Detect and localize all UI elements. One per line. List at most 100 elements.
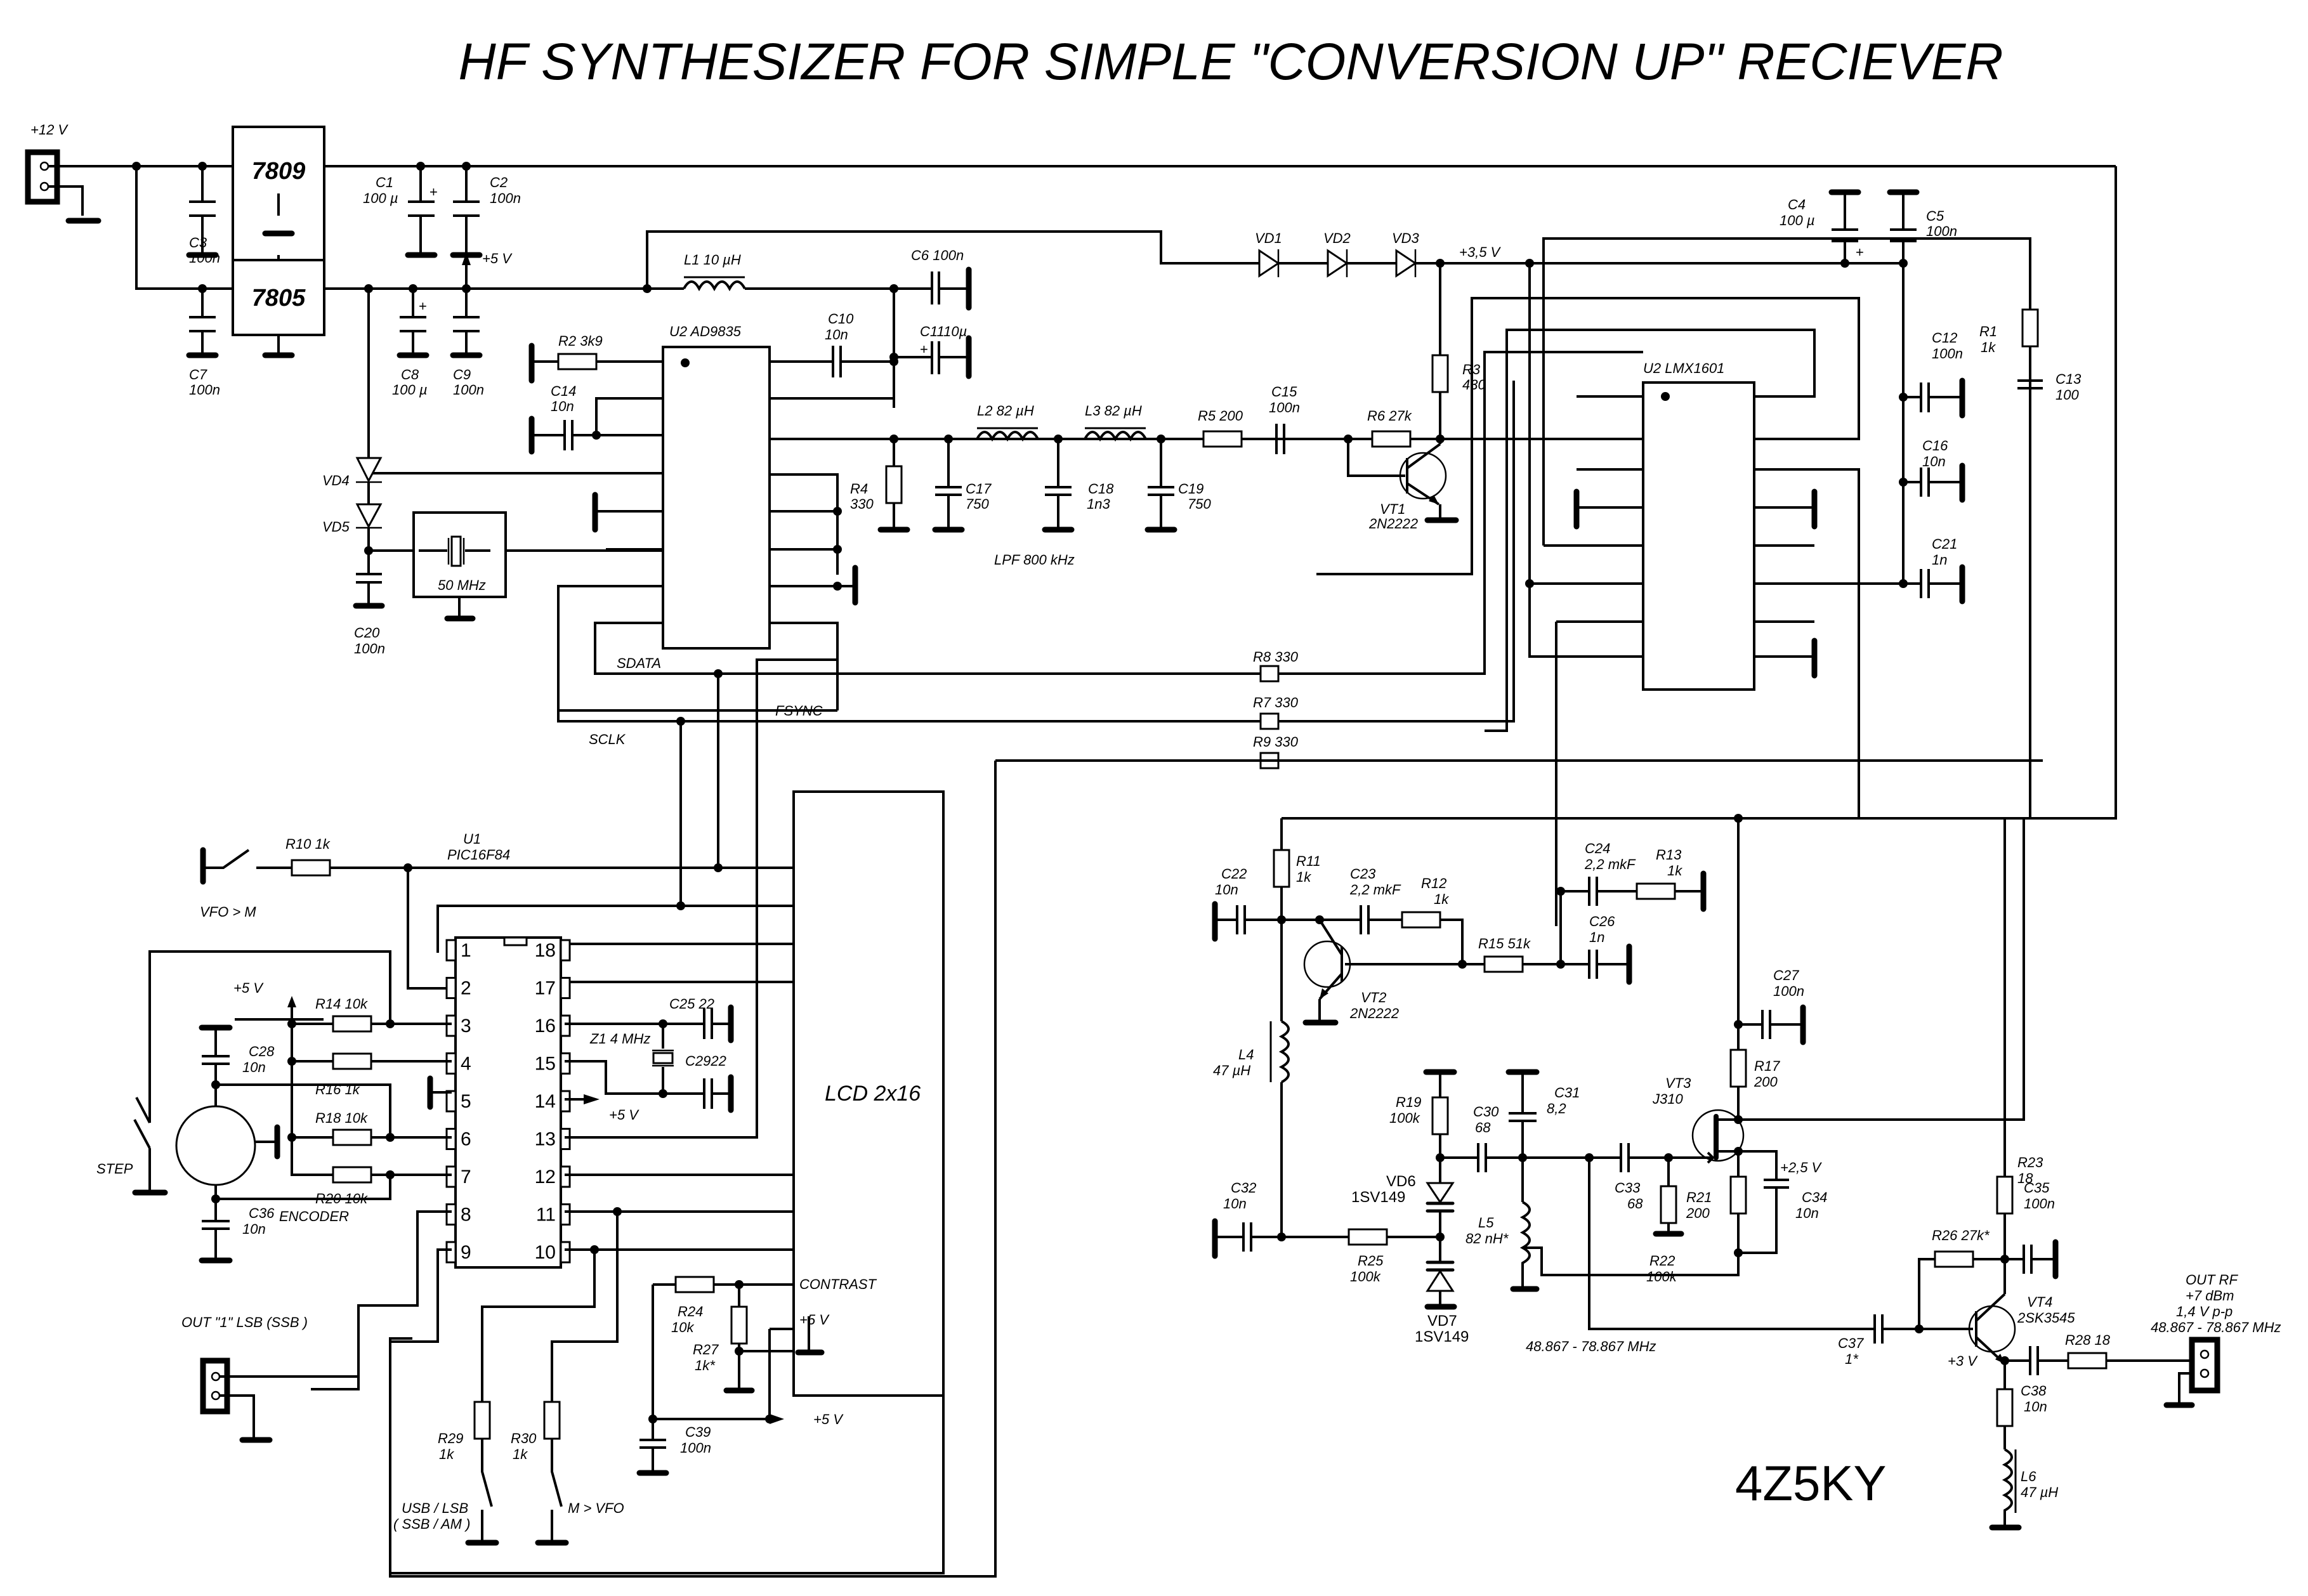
vd6-label: VD6 <box>1386 1173 1416 1190</box>
r4-label: R4 <box>850 481 868 497</box>
r22-value: 100k <box>1646 1269 1677 1285</box>
vfo-m-switch-label: VFO > M <box>200 904 256 920</box>
out-rf-voltage: 1,4 V p-p <box>2176 1304 2233 1319</box>
vt3-label: VT3 <box>1665 1075 1691 1091</box>
c3-label: C3 <box>189 235 207 251</box>
c39-label: C39 <box>685 1424 711 1440</box>
c9-value: 100n <box>453 382 484 398</box>
l4-label: L4 <box>1238 1047 1254 1063</box>
r29-value: 1k <box>439 1446 454 1462</box>
c26-label: C26 <box>1589 913 1615 929</box>
c5-label: C5 <box>1926 208 1944 224</box>
l6-value: 47 µH <box>2021 1484 2058 1500</box>
vt4-label: VT4 <box>2027 1294 2052 1310</box>
pic-pin-number: 16 <box>535 1016 556 1037</box>
c38-label: C38 <box>2021 1383 2047 1399</box>
lcd-plus5v-label: +5 V <box>799 1312 830 1328</box>
lsb-output-connector <box>200 1357 230 1415</box>
l5-label: L5 <box>1478 1215 1494 1231</box>
c34-value: 10n <box>1795 1205 1819 1221</box>
c20-value: 100n <box>354 641 385 657</box>
c20-label: C20 <box>354 625 380 641</box>
plus5v-label-pic: +5 V <box>233 980 264 996</box>
out-rf-power: +7 dBm <box>2186 1288 2234 1304</box>
plus3v-label: +3 V <box>1948 1353 1978 1369</box>
lmx1601-label: U2 LMX1601 <box>1643 360 1724 376</box>
r18-label: R18 10k <box>315 1110 368 1126</box>
plus25v-label: +2,5 V <box>1780 1160 1823 1175</box>
pic-pin-left <box>445 1014 457 1037</box>
c1-value: 100 µ <box>363 190 398 206</box>
c23-value: 2,2 mkF <box>1349 882 1401 898</box>
sdata-label: SDATA <box>617 655 661 671</box>
vd5-label: VD5 <box>322 519 350 535</box>
c6-label: C6 100n <box>911 247 964 263</box>
regulator-7805 <box>232 259 325 336</box>
pic-pin-right <box>560 1014 571 1037</box>
r13-label: R13 <box>1656 847 1682 863</box>
transistor-vt1 <box>1399 443 1447 506</box>
c18-value: 1n3 <box>1087 496 1110 512</box>
r6-label: R6 27k <box>1367 408 1412 424</box>
c2-value: 100n <box>490 190 521 206</box>
c35-value: 100n <box>2024 1196 2055 1212</box>
c27-label: C27 <box>1773 967 1799 983</box>
svg-text:+: + <box>429 184 438 200</box>
r21-label: R21 <box>1686 1189 1712 1205</box>
encoder[interactable] <box>175 1105 256 1186</box>
r30-label: R30 <box>511 1430 537 1446</box>
c35-label: C35 <box>2024 1180 2050 1196</box>
c7-value: 100n <box>189 382 220 398</box>
r29-label: R29 <box>438 1430 463 1446</box>
c37-label: C37 <box>1838 1335 1864 1351</box>
pic-pin-number: 18 <box>535 940 556 961</box>
u1-label: U1 <box>463 831 481 847</box>
c16-label: C16 <box>1922 438 1948 454</box>
c17-value: 750 <box>966 496 989 512</box>
c33-value: 68 <box>1627 1196 1643 1212</box>
r1-value: 1k <box>1981 339 1996 355</box>
pic-pin-number: 11 <box>536 1205 556 1226</box>
r19-label: R19 <box>1396 1094 1421 1110</box>
diode-vd2 <box>1327 249 1349 278</box>
vd1-label: VD1 <box>1255 230 1282 246</box>
pic-label: PIC16F84 <box>447 847 510 863</box>
regulator-7805-label: 7805 <box>252 285 306 311</box>
out-rf-label: OUT RF <box>2186 1272 2238 1288</box>
c21-label: C21 <box>1932 536 1957 552</box>
l1-label: L1 10 µH <box>684 252 741 268</box>
c7-label: C7 <box>189 367 207 383</box>
rf-output-connector <box>2189 1337 2220 1394</box>
pic-pin-left <box>445 1090 457 1113</box>
c14-value: 10n <box>551 398 574 414</box>
ic-lmx1601 <box>1642 381 1755 691</box>
pic-pin-right <box>560 977 571 999</box>
varicap-vd7 <box>1426 1260 1455 1292</box>
c16-value: 10n <box>1922 454 1946 469</box>
c8-label: C8 <box>401 367 419 383</box>
lpf-label: LPF 800 kHz <box>994 552 1075 568</box>
c21-value: 1n <box>1932 552 1947 568</box>
pic-pin-right <box>560 1090 571 1113</box>
r8-label: R8 330 <box>1253 649 1299 665</box>
vt2-value: 2N2222 <box>1349 1005 1399 1021</box>
pic-pin-right <box>560 1165 571 1188</box>
lcd-2x16 <box>792 790 945 1397</box>
c19-label: C19 <box>1178 481 1203 497</box>
r15-label: R15 51k <box>1478 936 1531 952</box>
c36-label: C36 <box>249 1205 275 1221</box>
pic-pin-number: 2 <box>461 978 471 999</box>
c22-label: C22 <box>1221 866 1247 882</box>
vd4-label: VD4 <box>322 473 350 488</box>
diode-vd3 <box>1395 249 1417 278</box>
c13-label: C13 <box>2056 371 2082 387</box>
c4-label: C4 <box>1788 197 1806 213</box>
schematic-title: HF SYNTHESIZER FOR SIMPLE "CONVERSION UP… <box>458 33 2003 91</box>
r27-value: 1k* <box>695 1357 716 1373</box>
c30-label: C30 <box>1473 1104 1499 1120</box>
step-switch-label: STEP <box>96 1161 133 1177</box>
diode-vd4 <box>355 457 383 483</box>
c29-label: C2922 <box>685 1053 726 1069</box>
c14-label: C14 <box>551 383 576 399</box>
pic-pin-left <box>445 1052 457 1075</box>
